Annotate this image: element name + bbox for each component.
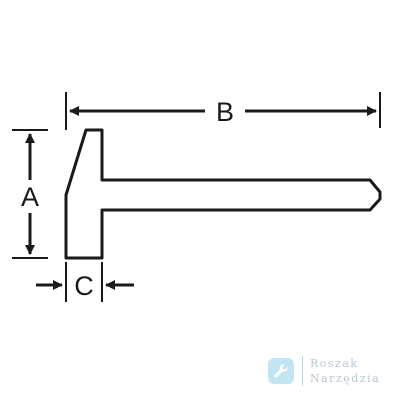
watermark-divider <box>302 356 303 386</box>
dimension-c-label: C <box>74 271 94 301</box>
wrench-icon <box>268 358 294 384</box>
watermark-line2: Narzędzia <box>310 372 381 385</box>
watermark-text: Roszak Narzędzia <box>310 356 380 386</box>
dimension-b-label: B <box>216 97 234 127</box>
dimension-c: C <box>36 262 134 302</box>
hammer-outline <box>64 128 382 260</box>
watermark-line1: Roszak <box>310 357 359 370</box>
dimension-a-label: A <box>21 182 39 212</box>
watermark-logo: Roszak Narzędzia <box>268 356 380 386</box>
dimension-a: A <box>12 129 48 259</box>
dimension-b: B <box>65 92 381 130</box>
